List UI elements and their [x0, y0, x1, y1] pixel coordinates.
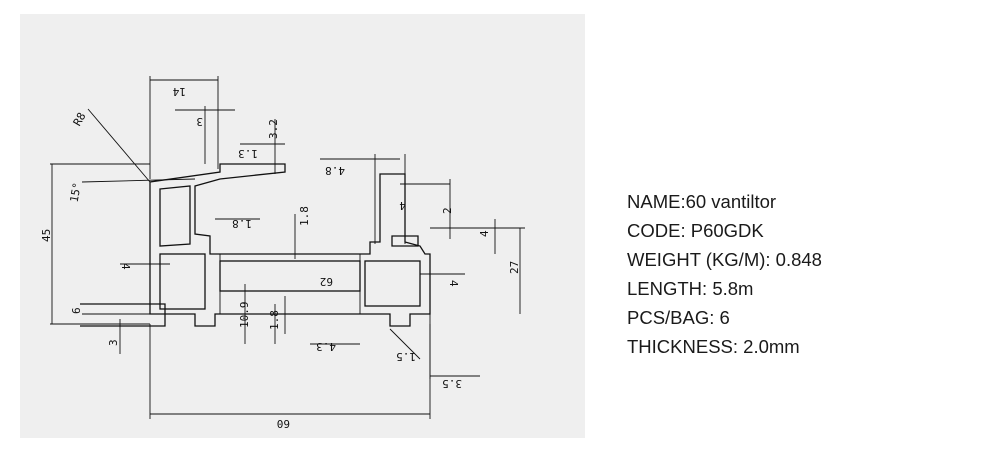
- spec-weight: WEIGHT (KG/M): 0.848: [627, 249, 822, 270]
- dim-small-depth: 3: [196, 115, 203, 128]
- dim-right-lip: 4: [399, 199, 406, 212]
- spec-thickness: THICKNESS: 2.0mm: [627, 336, 800, 357]
- dim-lip-offset: 1.3: [238, 147, 258, 160]
- dim-total-height: 45: [40, 229, 53, 242]
- dim-right-height: 27: [508, 261, 521, 274]
- spec-list: NAME:60 vantiltor CODE: P60GDK WEIGHT (K…: [627, 187, 822, 361]
- spec-pcs-per-bag: PCS/BAG: 6: [627, 307, 730, 328]
- dim-right-width: 4.8: [325, 164, 345, 177]
- spec-name: NAME:60 vantiltor: [627, 191, 777, 212]
- dim-groove-small: 1.5: [396, 350, 416, 363]
- bottom-lip: [80, 303, 166, 327]
- profile-cross-section-drawing: 14 R8 3 3.2 1.3 15° 45 4.8 4 2 4 1.8 1.8…: [40, 76, 525, 430]
- dim-top-height: 3.2: [267, 119, 280, 139]
- dim-angle: 15°: [68, 181, 84, 203]
- dim-radius: R8: [71, 110, 89, 128]
- spec-length: LENGTH: 5.8m: [627, 278, 754, 299]
- dim-right-offset: 4: [478, 230, 491, 237]
- dim-top-width: 14: [172, 85, 186, 98]
- dim-bottom-left: 6: [70, 307, 83, 314]
- dim-chamber-left: 4: [119, 263, 132, 270]
- dim-web-height: 10.9: [238, 302, 251, 329]
- profile-outline: [149, 163, 431, 327]
- chamber-center: [219, 260, 361, 292]
- upper-glazing-leg: [159, 185, 191, 247]
- dim-inner-depth: 1.8: [298, 206, 311, 226]
- dim-bottom-small: 3: [107, 339, 120, 346]
- dim-overall-width: 60: [277, 417, 290, 430]
- dim-inner-gap: 1.8: [232, 217, 252, 230]
- dim-web-thickness: 1.8: [268, 310, 281, 330]
- dim-right-bottom: 3.5: [442, 377, 462, 390]
- chamber-left: [159, 253, 206, 310]
- right-hook: [391, 235, 419, 247]
- dim-chamber-right: 4: [447, 280, 460, 287]
- dim-chamber-width: 62: [320, 275, 333, 288]
- dim-groove: 4.3: [316, 340, 336, 353]
- chamber-right: [364, 260, 421, 307]
- spec-code: CODE: P60GDK: [627, 220, 764, 241]
- profile-drawing-panel: 14 R8 3 3.2 1.3 15° 45 4.8 4 2 4 1.8 1.8…: [20, 14, 585, 438]
- dim-right-small: 2: [441, 207, 454, 214]
